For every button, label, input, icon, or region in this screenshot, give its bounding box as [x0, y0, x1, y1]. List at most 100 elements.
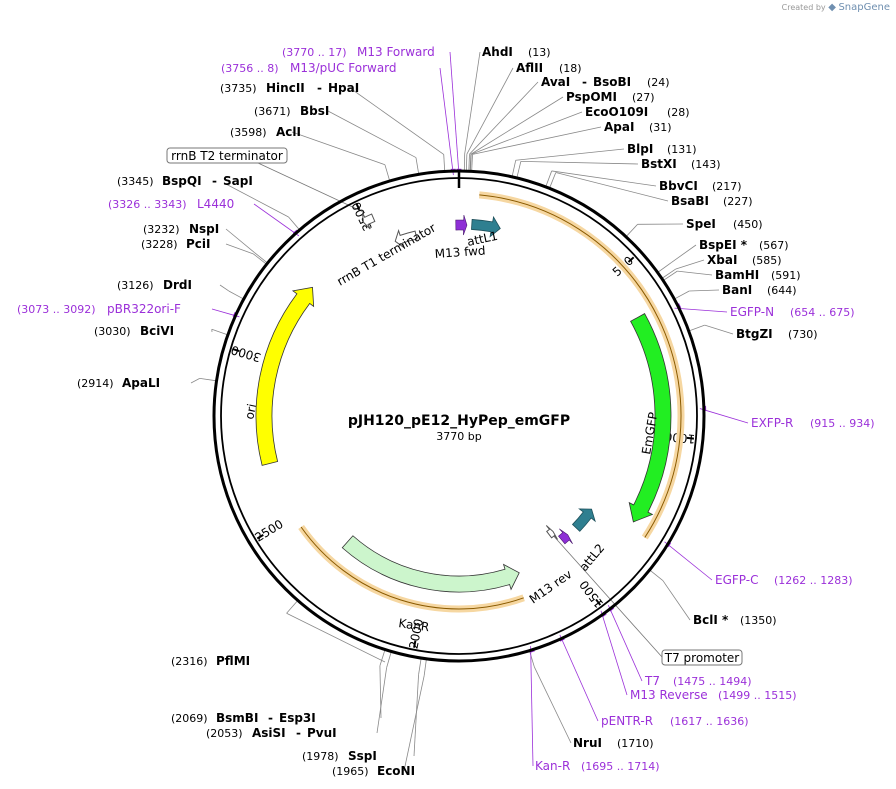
primer-label[interactable]: M13 Forward: [357, 45, 435, 59]
primer-labels: (3770 .. 17) M13 Forward (3756 .. 8) M13…: [17, 45, 875, 773]
enzyme-connector: [529, 650, 535, 668]
t7-promoter-box-label: T7 promoter: [664, 651, 740, 665]
enzyme-connector: [327, 110, 417, 158]
enzyme-label[interactable]: NspI: [189, 222, 219, 236]
primer-connector: [600, 610, 628, 696]
enzyme-label[interactable]: AhdI: [482, 45, 513, 59]
primer-label[interactable]: T7: [644, 674, 660, 688]
enzyme-position: (31): [649, 121, 672, 134]
enzyme-label[interactable]: SspI: [348, 749, 377, 763]
enzyme-label[interactable]: PciI: [186, 237, 211, 251]
enzyme-label[interactable]: BlpI: [627, 142, 653, 156]
enzyme-connector: [661, 268, 677, 279]
enzyme-label[interactable]: NruI: [573, 736, 602, 750]
attl1-feature[interactable]: [471, 215, 501, 238]
enzyme-label[interactable]: ApaI: [604, 120, 634, 134]
enzyme-label[interactable]: HpaI: [328, 81, 359, 95]
plasmid-title: pJH120_pE12_HyPep_emGFP: [348, 413, 570, 429]
rrnb-t1-terminator-feature[interactable]: [394, 228, 418, 250]
enzyme-label[interactable]: DrdI: [163, 278, 192, 292]
scale-tick-label: 2000: [406, 617, 426, 650]
m13-rev-feature[interactable]: [558, 528, 573, 545]
enzyme-connector: [288, 216, 300, 231]
enzyme-label[interactable]: XbaI: [707, 253, 737, 267]
enzyme-label[interactable]: BclI *: [693, 613, 729, 627]
enzyme-label[interactable]: BanI: [722, 283, 752, 297]
enzyme-label[interactable]: BbsI: [300, 104, 329, 118]
enzyme-label[interactable]: AclI: [276, 125, 301, 139]
enzyme-label[interactable]: PvuI: [307, 726, 337, 740]
primer-position: (654 .. 675): [790, 306, 855, 319]
enzyme-position: (3735): [220, 82, 257, 95]
m13-fwd-feature[interactable]: [455, 214, 468, 236]
plasmid-length: 3770 bp: [436, 430, 481, 443]
primer-position: (1617 .. 1636): [670, 715, 749, 728]
ori-feature[interactable]: [255, 286, 315, 466]
primer-label[interactable]: pENTR-R: [601, 714, 653, 728]
primer-label[interactable]: pBR322ori-F: [107, 302, 181, 316]
t7-promoter-connector: [551, 533, 663, 658]
enzyme-label[interactable]: BamHI: [715, 268, 759, 282]
attl2-feature[interactable]: [571, 508, 596, 532]
enzyme-label[interactable]: EcoO109I: [585, 105, 648, 119]
enzyme-label[interactable]: BsmBI: [216, 711, 258, 725]
enzyme-position: (730): [788, 328, 818, 341]
primer-connector: [699, 408, 749, 424]
emgfp-feature[interactable]: [628, 313, 672, 523]
enzyme-connector: [228, 290, 244, 300]
enzyme-connector: [468, 154, 470, 172]
enzyme-connector: [465, 154, 468, 172]
enzyme-label[interactable]: HincII: [266, 81, 305, 95]
enzyme-label[interactable]: EcoNI: [377, 764, 415, 778]
enzyme-connector: [379, 665, 382, 719]
rrnb-t2-terminator-box[interactable]: rrnB T2 terminator: [166, 147, 288, 164]
enzyme-connector: [671, 244, 697, 263]
enzyme-label[interactable]: AflII: [516, 61, 543, 75]
enzyme-label[interactable]: PflMI: [216, 654, 250, 668]
scale-tick: [627, 256, 635, 263]
enzyme-label[interactable]: BspQI: [162, 174, 202, 188]
enzyme-connector: [225, 243, 254, 255]
enzyme-label[interactable]: BbvCI: [659, 179, 698, 193]
attl1-label: attL1: [466, 229, 499, 249]
enzyme-label[interactable]: Esp3I: [279, 711, 316, 725]
enzyme-label[interactable]: BstXI: [641, 157, 677, 171]
enzyme-connector: [516, 161, 522, 179]
primer-label[interactable]: Kan-R: [535, 759, 570, 773]
enzyme-position: (450): [733, 218, 763, 231]
enzyme-label[interactable]: BsoBI: [593, 75, 631, 89]
primer-label[interactable]: EGFP-C: [715, 573, 758, 587]
kanr-feature[interactable]: [341, 535, 520, 593]
enzyme-position: (1965): [332, 765, 369, 778]
t7-promoter-box[interactable]: T7 promoter: [661, 649, 743, 666]
enzyme-connector: [286, 612, 386, 663]
enzyme-connector: [545, 170, 553, 187]
enzyme-label[interactable]: ApaLI: [122, 376, 160, 390]
watermark-prefix: Created by: [781, 3, 826, 12]
enzyme-connector: [384, 164, 391, 182]
enzyme-label[interactable]: BspEI *: [699, 238, 748, 252]
enzyme-label[interactable]: SapI: [223, 174, 253, 188]
enzyme-connector: [470, 96, 564, 155]
enzyme-connector: [674, 290, 690, 300]
primer-label[interactable]: EGFP-N: [730, 305, 774, 319]
attl2-label: attL2: [577, 541, 608, 574]
t7-promoter-glyph[interactable]: [545, 525, 558, 540]
enzyme-label[interactable]: BciVI: [140, 324, 174, 338]
enzyme-position: (2914): [77, 377, 114, 390]
enzyme-label[interactable]: BtgZI: [736, 327, 773, 341]
primer-connector: [439, 67, 454, 176]
enzyme-connector: [657, 262, 672, 273]
primer-label[interactable]: M13 Reverse: [630, 688, 708, 702]
primer-label[interactable]: L4440: [197, 197, 234, 211]
primer-label[interactable]: M13/pUC Forward: [290, 61, 397, 75]
enzyme-label[interactable]: PspOMI: [566, 90, 617, 104]
enzyme-label[interactable]: AsiSI: [252, 726, 286, 740]
primer-label[interactable]: EXFP-R: [751, 416, 793, 430]
enzyme-label[interactable]: SpeI: [686, 217, 716, 231]
enzyme-label[interactable]: AvaI: [541, 75, 570, 89]
primer-position: (3073 .. 3092): [17, 303, 96, 316]
enzyme-label[interactable]: BsaBI: [671, 194, 709, 208]
rrnb-t2-terminator-glyph[interactable]: [361, 212, 376, 230]
